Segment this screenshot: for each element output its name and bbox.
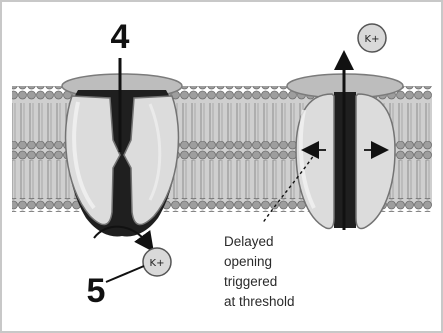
potassium-ion-bottom: K+	[143, 248, 171, 276]
svg-text:K+: K+	[365, 34, 380, 45]
svg-text:Delayed: Delayed	[224, 234, 274, 249]
svg-text:opening: opening	[224, 254, 272, 269]
marker-4-label: 4	[111, 18, 130, 56]
svg-text:K+: K+	[150, 258, 165, 269]
marker-5-label: 5	[87, 272, 106, 310]
potassium-ion-top: K+	[358, 24, 386, 52]
svg-text:at threshold: at threshold	[224, 294, 295, 309]
svg-text:triggered: triggered	[224, 274, 277, 289]
